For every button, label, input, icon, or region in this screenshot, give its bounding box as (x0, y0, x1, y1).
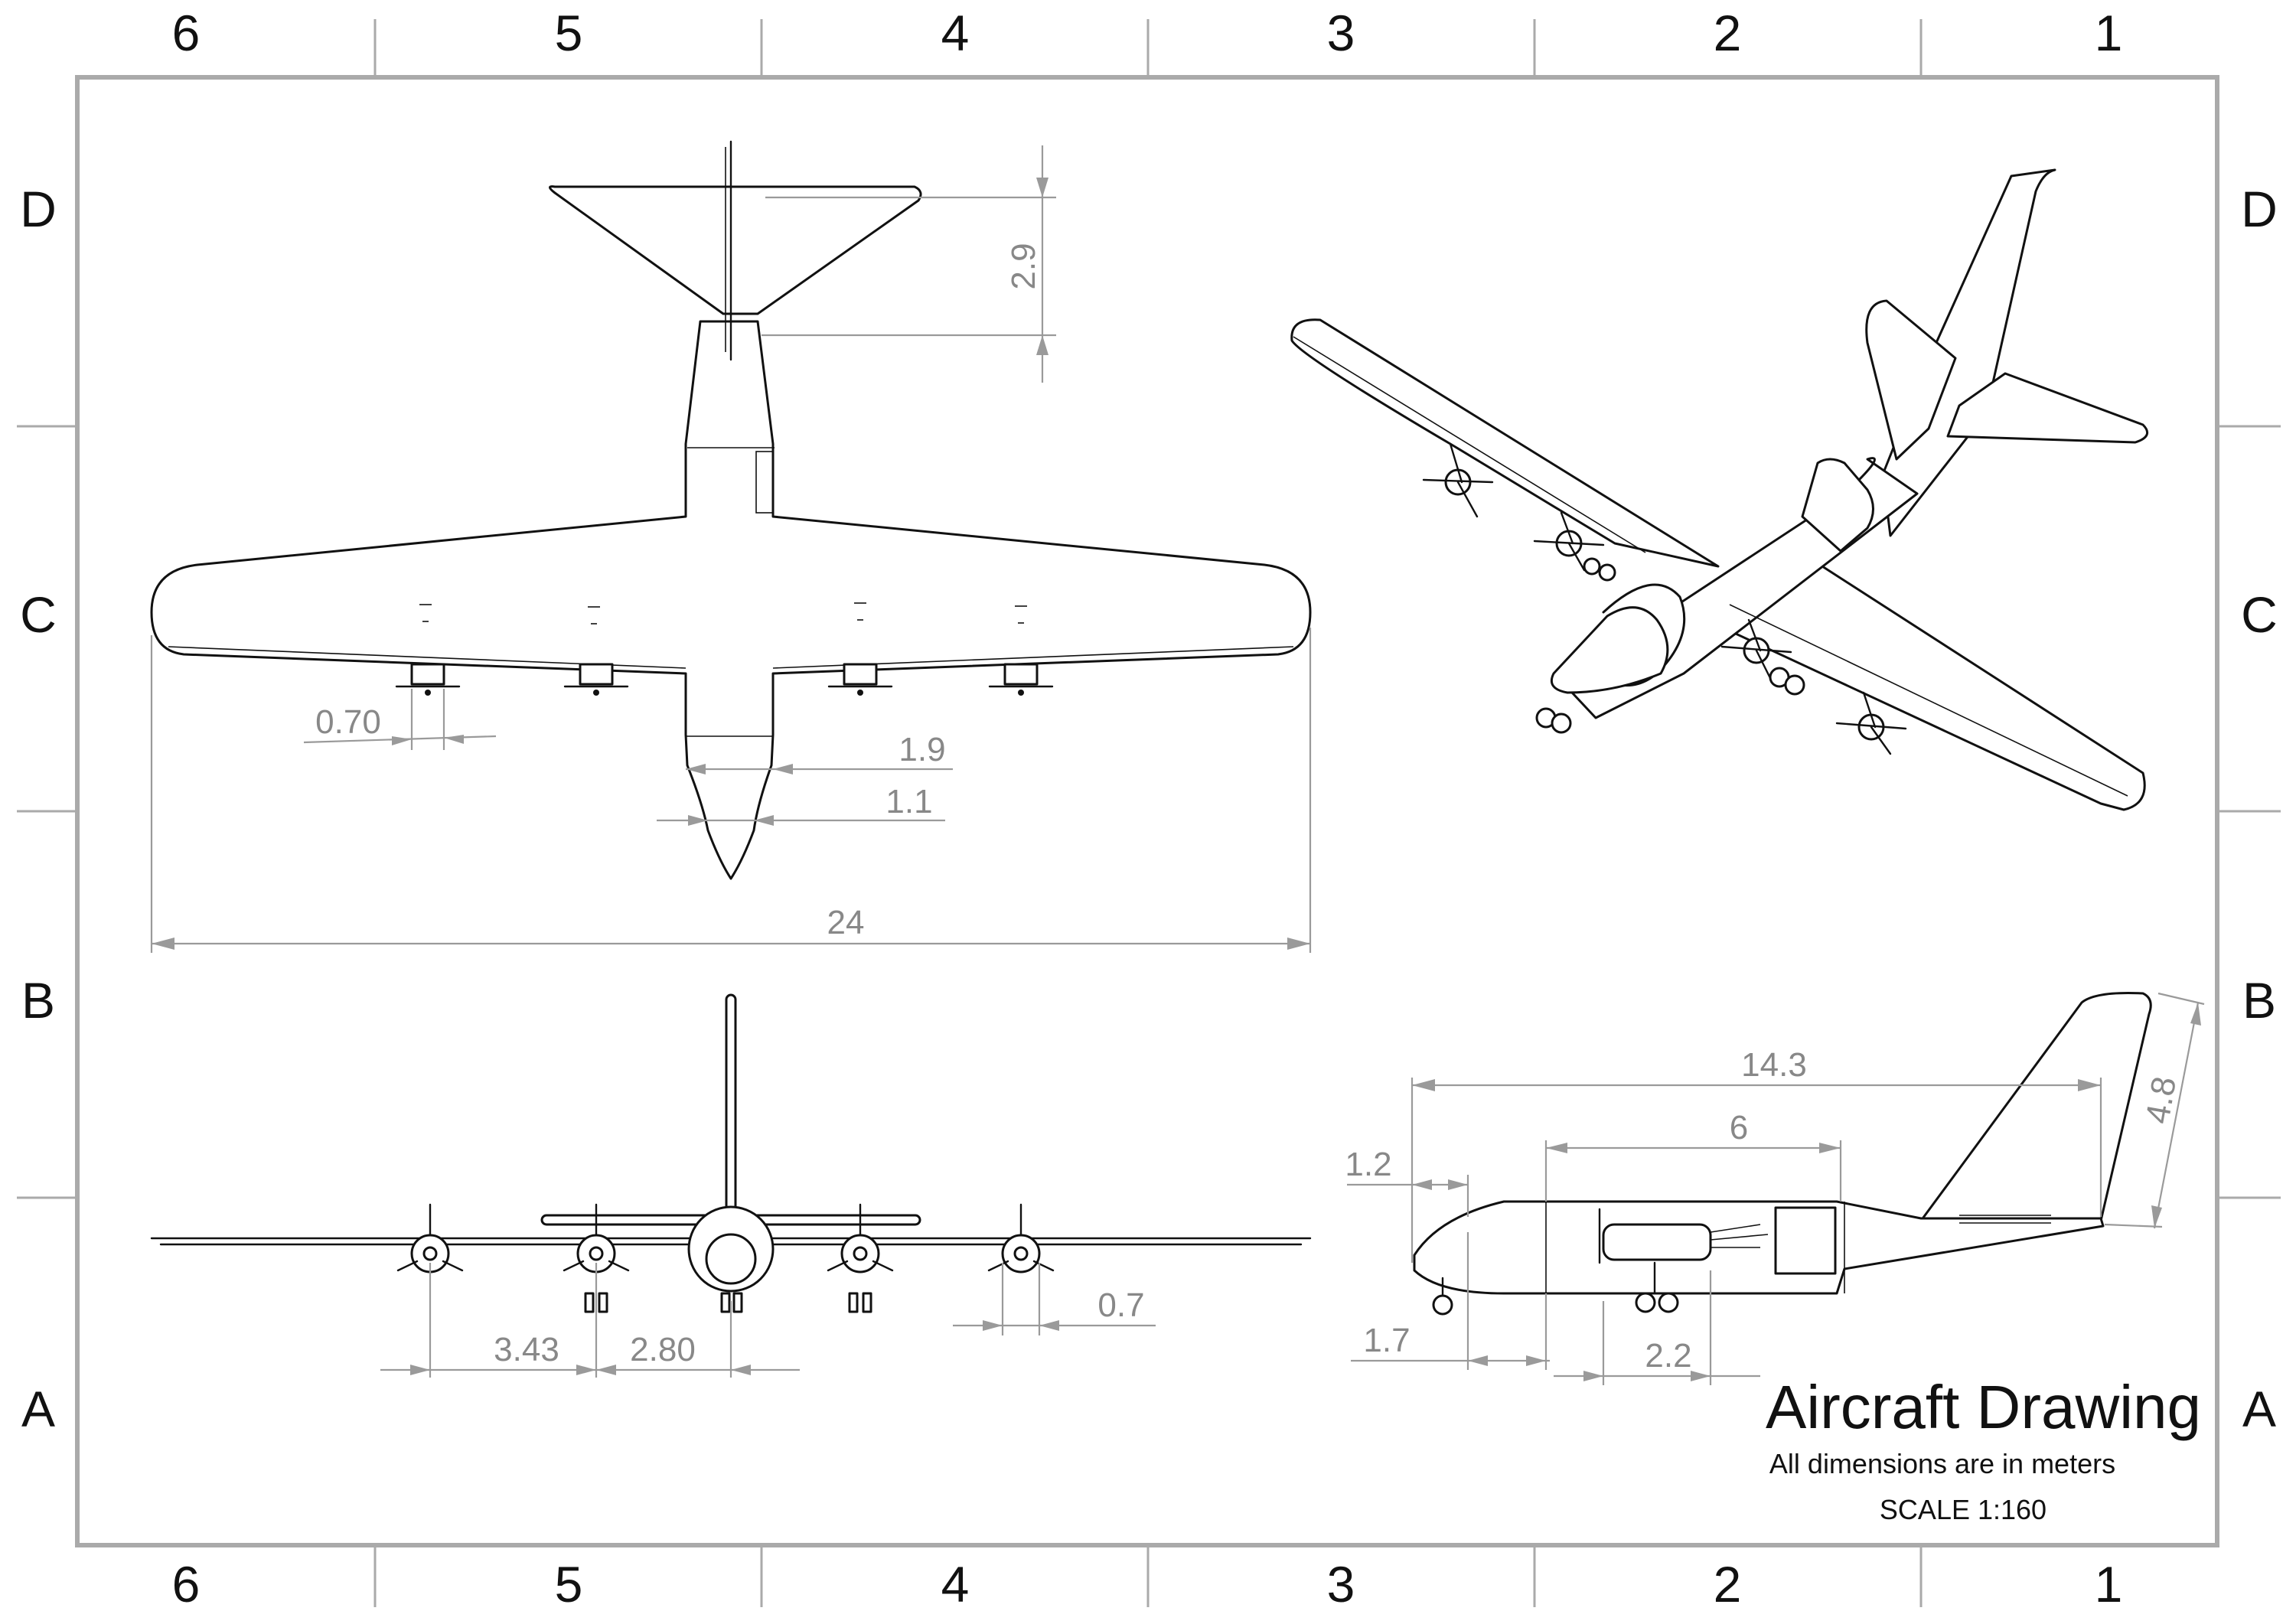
row-label-right-B: B (2242, 972, 2276, 1029)
dim-cargo-length-label: 6 (1730, 1109, 1748, 1146)
dim-nose-offset: 1.2 (1345, 1146, 1469, 1217)
isometric-view (1290, 168, 2149, 811)
dim-outer-engine-spacing: 3.43 2.80 (380, 1263, 800, 1378)
col-label-top-4: 4 (941, 5, 970, 61)
row-label-right-C: C (2241, 586, 2278, 643)
col-label-top-3: 3 (1327, 5, 1355, 61)
dim-wingspan-label: 24 (827, 904, 865, 941)
dim-prop-offset-label: 0.7 (1097, 1286, 1144, 1324)
top-view-engine-3 (827, 602, 893, 696)
iso-nose-gear (1535, 707, 1572, 734)
iso-engine-1 (1422, 442, 1494, 518)
dim-nose-width-label: 1.1 (885, 783, 932, 820)
side-view-engine (1598, 1208, 1769, 1264)
col-label-top-1: 1 (2095, 5, 2123, 61)
iso-wing-right (1701, 549, 2146, 811)
iso-tail-cone (1801, 458, 1874, 553)
zone-ticks (17, 19, 2281, 1607)
col-label-bottom-5: 5 (555, 1556, 583, 1613)
iso-vertical-fin (1881, 168, 2056, 537)
dim-fuselage-width: 1.9 (686, 731, 953, 774)
iso-stabilizer-right (1946, 372, 2149, 444)
dim-tail-height: 2.9 (762, 145, 1056, 383)
dim-nose-gear-offset-label: 1.7 (1363, 1322, 1410, 1359)
dim-prop-diameter-label: 0.70 (315, 703, 381, 741)
dim-fuselage-width-label: 1.9 (899, 731, 945, 768)
col-label-bottom-3: 3 (1327, 1556, 1355, 1613)
front-view-engine-2 (563, 1203, 630, 1313)
top-view-engine-4 (988, 605, 1054, 696)
zone-labels: 6 5 4 3 2 1 6 5 4 3 2 1 D C B A D C B A (20, 5, 2278, 1613)
row-label-left-B: B (21, 972, 55, 1029)
top-view-engine-1 (395, 604, 461, 696)
col-label-bottom-6: 6 (172, 1556, 201, 1613)
dim-nose-gear-offset: 1.7 (1351, 1232, 1550, 1370)
top-view-engine-2 (563, 606, 629, 696)
iso-wing-left (1290, 318, 1720, 568)
dim-prop-offset: 0.7 (953, 1263, 1156, 1335)
scale-note: SCALE 1:160 (1880, 1494, 2047, 1525)
drawing-title: Aircraft Drawing (1766, 1373, 2201, 1441)
row-label-left-A: A (21, 1381, 55, 1437)
iso-engine-2 (1533, 511, 1616, 582)
dim-wingspan: 24 (150, 628, 1312, 953)
top-view-airframe (150, 320, 1312, 880)
dim-nose-offset-label: 1.2 (1345, 1146, 1391, 1183)
front-view-nose-gear (720, 1292, 743, 1313)
row-label-left-D: D (20, 181, 57, 237)
dim-nose-width: 1.1 (657, 783, 945, 826)
col-label-bottom-2: 2 (1714, 1556, 1742, 1613)
front-view-engine-4 (987, 1203, 1055, 1273)
side-view-fin (1919, 992, 2152, 1222)
dim-inner-engine-offset-label: 2.80 (630, 1331, 696, 1368)
front-view-vertical-fin (725, 993, 737, 1218)
iso-engine-4 (1835, 691, 1907, 755)
top-view: 2.9 0.70 1.9 1.1 24 (150, 140, 1312, 953)
front-view: 3.43 2.80 0.7 (150, 993, 1312, 1378)
row-label-right-A: A (2242, 1381, 2276, 1437)
dim-overall-length-label: 14.3 (1741, 1046, 1807, 1084)
dim-overall-height-label: 4.8 (2138, 1074, 2183, 1127)
dim-overall-height: 4.8 (2104, 992, 2205, 1229)
front-view-nose (705, 1233, 757, 1285)
col-label-bottom-1: 1 (2095, 1556, 2123, 1613)
row-label-right-D: D (2241, 181, 2278, 237)
top-view-horizontal-stabilizer (549, 185, 922, 315)
dim-main-gear-spacing: 2.2 (1554, 1270, 1760, 1385)
iso-stabilizer-left (1865, 299, 1957, 461)
dim-tail-height-label: 2.9 (1005, 243, 1042, 289)
front-view-engine-3 (827, 1203, 894, 1313)
side-view-cargo-door (1774, 1206, 1837, 1275)
col-label-top-5: 5 (555, 5, 583, 61)
dim-outer-engine-spacing-label: 3.43 (494, 1331, 559, 1368)
col-label-top-2: 2 (1714, 5, 1742, 61)
top-view-tail-door (755, 451, 774, 514)
side-view-nose-gear (1432, 1277, 1453, 1316)
iso-engine-3 (1720, 618, 1805, 696)
dim-prop-diameter: 0.70 (303, 689, 497, 750)
col-label-top-6: 6 (172, 5, 201, 61)
col-label-bottom-4: 4 (941, 1556, 970, 1613)
iso-nose (1550, 606, 1669, 694)
units-note: All dimensions are in meters (1769, 1448, 2115, 1479)
title-block: Aircraft Drawing All dimensions are in m… (1766, 1373, 2201, 1525)
row-label-left-C: C (20, 586, 57, 643)
side-view: 14.3 6 1.2 4.8 (1345, 992, 2205, 1385)
dim-overall-length: 14.3 (1411, 1046, 2102, 1263)
dim-main-gear-spacing-label: 2.2 (1645, 1337, 1691, 1375)
side-view-main-gear (1635, 1261, 1679, 1313)
dim-cargo-length: 6 (1544, 1109, 1842, 1202)
